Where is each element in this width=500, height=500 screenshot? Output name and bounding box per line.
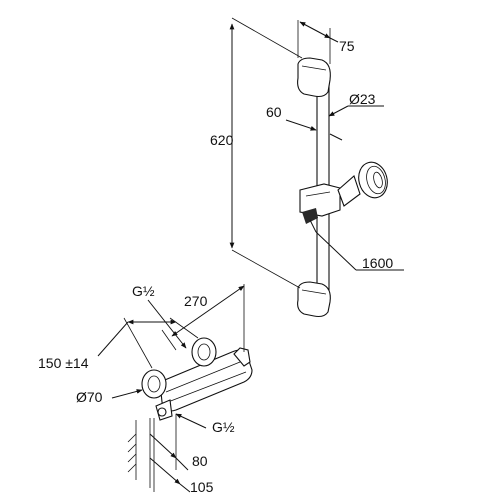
bar-dimensions: 620 75 Ø23 60 1600 bbox=[210, 17, 404, 289]
top-wall-bracket bbox=[297, 57, 331, 98]
mixer-dimensions: G½ 270 150 ±14 Ø70 G½ 80 bbox=[38, 283, 245, 495]
right-escutcheon bbox=[191, 337, 217, 367]
mixer-width-label: 270 bbox=[184, 293, 208, 309]
bar-height-label: 620 bbox=[210, 132, 234, 148]
hand-shower-assembly bbox=[299, 161, 388, 233]
escutcheon-diameter-label: Ø70 bbox=[76, 389, 103, 405]
inlet-spacing-label: 150 ±14 bbox=[38, 355, 89, 371]
wall-offset-label: 60 bbox=[266, 104, 282, 120]
bottom-wall-bracket bbox=[297, 281, 331, 318]
depth-small-label: 80 bbox=[192, 453, 208, 469]
bar-width-label: 75 bbox=[339, 38, 355, 54]
hose-connector bbox=[302, 208, 318, 224]
thermostatic-mixer bbox=[141, 337, 253, 421]
hose-length-label: 1600 bbox=[362, 255, 393, 271]
inlet-thread-top-label: G½ bbox=[132, 283, 155, 299]
shower-handle bbox=[337, 175, 361, 207]
left-escutcheon bbox=[141, 369, 167, 399]
bar-width-dimension-line bbox=[299, 21, 331, 39]
wall-hatching bbox=[127, 420, 137, 480]
outlet-thread-label: G½ bbox=[212, 419, 235, 435]
shower-head bbox=[358, 161, 388, 199]
temperature-knob bbox=[233, 347, 251, 367]
bar-diameter-label: Ø23 bbox=[349, 91, 376, 107]
depth-large-label: 105 bbox=[190, 479, 214, 495]
mixer-width-dimension-line bbox=[171, 285, 245, 337]
